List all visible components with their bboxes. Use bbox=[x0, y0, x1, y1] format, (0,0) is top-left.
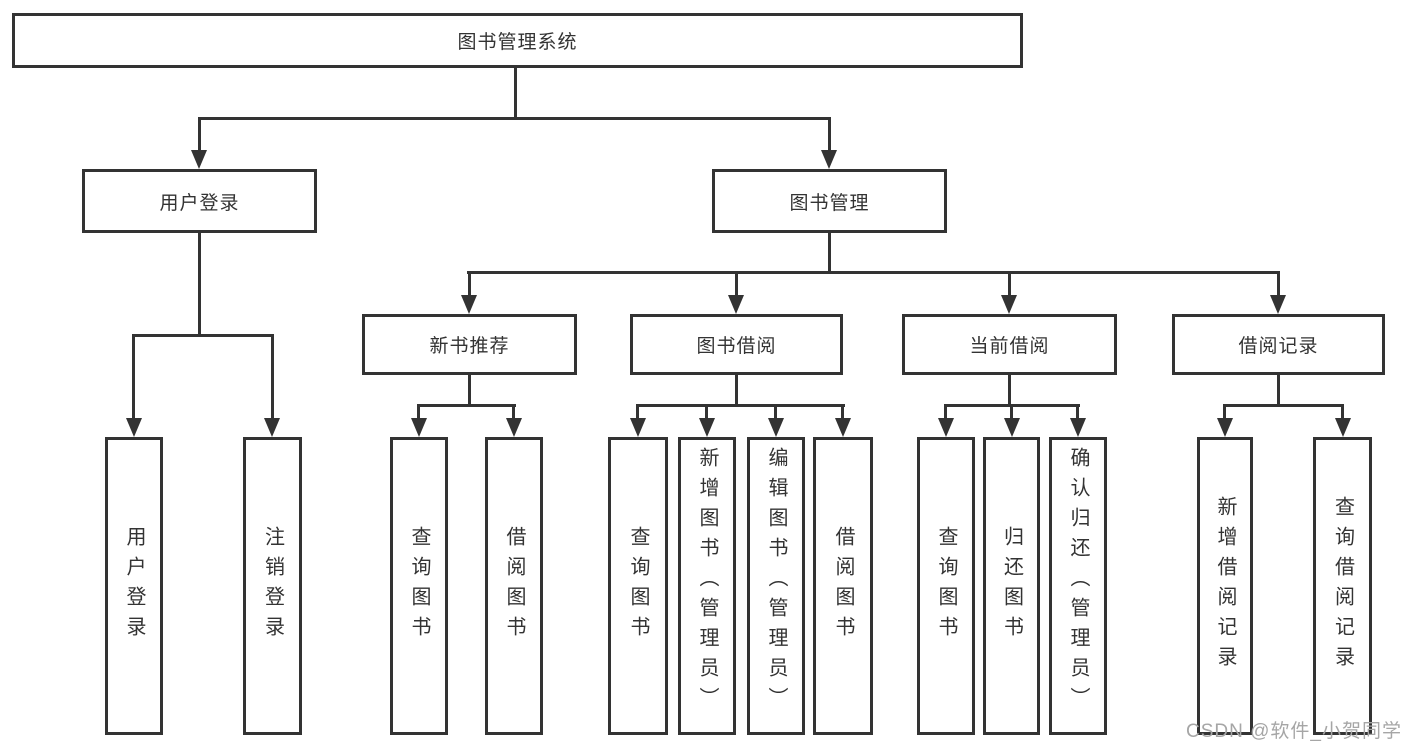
arrow-down-icon bbox=[938, 418, 954, 437]
connector-book-borrow-stem bbox=[735, 375, 738, 406]
arrow-down-icon bbox=[835, 418, 851, 437]
arrow-down-icon bbox=[411, 418, 427, 437]
arrow-down-icon bbox=[461, 295, 477, 314]
connector-root-splitter bbox=[198, 117, 831, 120]
connector-leaf bbox=[1076, 404, 1079, 420]
connector-to-leaf-logout bbox=[271, 334, 274, 420]
leaf-add-book-admin: 新增图书（管理员） bbox=[678, 437, 736, 735]
leaf-user-login: 用户登录 bbox=[105, 437, 163, 735]
connector-to-book-borrow bbox=[735, 271, 738, 297]
node-library-management-system: 图书管理系统 bbox=[12, 13, 1023, 68]
connector-to-user-login bbox=[198, 117, 201, 152]
connector-leaf bbox=[841, 404, 844, 420]
connector-new-book-recommend-splitter bbox=[417, 404, 516, 407]
leaf-label: 归还图书 bbox=[1000, 526, 1023, 646]
connector-to-borrow-record bbox=[1277, 271, 1280, 297]
node-new-book-recommend: 新书推荐 bbox=[362, 314, 577, 375]
arrow-down-icon bbox=[630, 418, 646, 437]
leaf-label: 查询图书 bbox=[627, 526, 649, 646]
node-current-borrow: 当前借阅 bbox=[902, 314, 1117, 375]
leaf-borrow-book-recommend: 借阅图书 bbox=[485, 437, 543, 735]
leaf-query-book-borrow: 查询图书 bbox=[608, 437, 668, 735]
node-book-management: 图书管理 bbox=[712, 169, 947, 233]
node-label: 用户登录 bbox=[159, 192, 240, 214]
arrow-down-icon bbox=[1070, 418, 1086, 437]
leaf-label: 借阅图书 bbox=[832, 526, 854, 646]
arrow-down-icon bbox=[728, 295, 744, 314]
connector-root-stem bbox=[514, 68, 517, 120]
leaf-label: 确认归还（管理员） bbox=[1067, 447, 1089, 717]
connector-leaf bbox=[417, 404, 420, 420]
connector-leaf bbox=[944, 404, 947, 420]
leaf-label: 新增图书（管理员） bbox=[696, 447, 718, 717]
arrow-down-icon bbox=[821, 150, 837, 169]
arrow-down-icon bbox=[768, 418, 784, 437]
leaf-confirm-return-admin: 确认归还（管理员） bbox=[1049, 437, 1107, 735]
connector-leaf bbox=[774, 404, 777, 420]
connector-borrow-record-splitter bbox=[1223, 404, 1344, 407]
leaf-label: 借阅图书 bbox=[503, 526, 525, 646]
node-label: 当前借阅 bbox=[969, 336, 1050, 357]
leaf-borrow-book: 借阅图书 bbox=[813, 437, 873, 735]
connector-leaf bbox=[1010, 404, 1013, 420]
connector-to-leaf-user-login bbox=[132, 334, 135, 420]
leaf-label: 查询图书 bbox=[935, 526, 957, 646]
leaf-label: 注销登录 bbox=[261, 526, 284, 646]
connector-user-login-splitter bbox=[132, 334, 274, 337]
node-label: 图书管理系统 bbox=[457, 32, 578, 53]
leaf-query-book-current: 查询图书 bbox=[917, 437, 975, 735]
arrow-down-icon bbox=[1270, 295, 1286, 314]
arrow-down-icon bbox=[1335, 418, 1351, 437]
connector-new-book-recommend-stem bbox=[468, 375, 471, 406]
connector-borrow-record-stem bbox=[1277, 375, 1280, 406]
leaf-query-borrow-record: 查询借阅记录 bbox=[1313, 437, 1372, 735]
node-label: 新书推荐 bbox=[429, 336, 510, 357]
arrow-down-icon bbox=[126, 418, 142, 437]
node-user-login: 用户登录 bbox=[82, 169, 317, 233]
connector-book-borrow-splitter bbox=[636, 404, 845, 407]
connector-to-current-borrow bbox=[1008, 271, 1011, 297]
leaf-logout: 注销登录 bbox=[243, 437, 302, 735]
leaf-add-borrow-record: 新增借阅记录 bbox=[1197, 437, 1253, 735]
node-borrow-record: 借阅记录 bbox=[1172, 314, 1385, 375]
connector-leaf bbox=[512, 404, 515, 420]
arrow-down-icon bbox=[506, 418, 522, 437]
node-label: 图书借阅 bbox=[696, 336, 777, 357]
arrow-down-icon bbox=[1004, 418, 1020, 437]
leaf-return-book: 归还图书 bbox=[983, 437, 1040, 735]
leaf-label: 编辑图书（管理员） bbox=[765, 447, 787, 717]
connector-leaf bbox=[1341, 404, 1344, 420]
leaf-label: 用户登录 bbox=[123, 526, 145, 646]
arrow-down-icon bbox=[191, 150, 207, 169]
connector-to-book-management bbox=[828, 117, 831, 152]
node-label: 图书管理 bbox=[789, 192, 870, 214]
arrow-down-icon bbox=[699, 418, 715, 437]
connector-leaf bbox=[636, 404, 639, 420]
connector-current-borrow-stem bbox=[1008, 375, 1011, 406]
arrow-down-icon bbox=[264, 418, 280, 437]
connector-user-login-stem bbox=[198, 233, 201, 337]
connector-book-management-stem bbox=[828, 233, 831, 274]
leaf-label: 新增借阅记录 bbox=[1214, 496, 1236, 676]
leaf-label: 查询图书 bbox=[408, 526, 430, 646]
arrow-down-icon bbox=[1001, 295, 1017, 314]
leaf-query-book-recommend: 查询图书 bbox=[390, 437, 448, 735]
node-book-borrow: 图书借阅 bbox=[630, 314, 843, 375]
leaf-label: 查询借阅记录 bbox=[1331, 496, 1354, 676]
connector-book-management-splitter bbox=[467, 271, 1280, 274]
leaf-edit-book-admin: 编辑图书（管理员） bbox=[747, 437, 805, 735]
connector-to-new-book-recommend bbox=[468, 271, 471, 297]
connector-leaf bbox=[705, 404, 708, 420]
connector-leaf bbox=[1223, 404, 1226, 420]
csdn-watermark: CSDN @软件_小贺同学 bbox=[1186, 721, 1402, 742]
arrow-down-icon bbox=[1217, 418, 1233, 437]
node-label: 借阅记录 bbox=[1238, 336, 1319, 357]
